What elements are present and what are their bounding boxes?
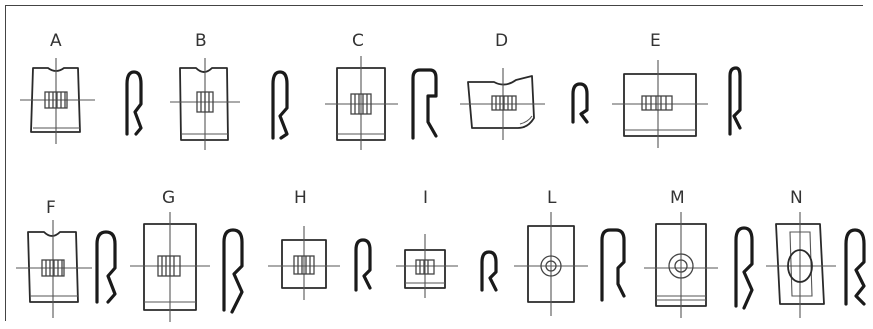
label-c: C [352,31,364,51]
fastener-f: F [16,198,117,318]
fastener-b: B [170,31,289,150]
fastener-n-side-view [844,228,866,306]
fastener-a: A [20,31,143,144]
label-a: A [50,31,62,51]
fastener-m-front-view [644,212,718,318]
label-e: E [650,31,661,51]
fastener-a-front-view [20,58,95,144]
fastener-i-front-view [396,234,458,298]
fastener-c-side-view [411,68,438,140]
fastener-e-front-view [612,60,708,148]
fastener-l: L [514,188,626,316]
fastener-d: D [460,31,589,140]
fastener-m-side-view [734,226,754,310]
fastener-i-side-view [480,250,498,292]
figure-frame [5,5,863,321]
fastener-d-side-view [571,82,589,124]
fastener-h-side-view [354,238,372,292]
label-i: I [423,188,428,208]
fastener-f-front-view [16,220,92,318]
label-g: G [162,188,175,208]
label-n: N [790,188,803,208]
fastener-e: E [612,31,742,148]
fastener-c: C [325,31,438,150]
fastener-h-front-view [268,226,340,300]
fastener-l-front-view [514,212,588,316]
fastener-f-side-view [95,230,117,304]
fastener-e-side-view [728,66,742,136]
label-d: D [495,31,508,51]
label-h: H [294,188,307,208]
label-f: F [46,198,56,218]
fastener-n: N [766,188,866,318]
fastener-b-side-view [271,70,289,140]
fastener-b-front-view [170,58,240,150]
fastener-l-side-view [600,228,626,302]
fastener-a-side-view [125,70,143,136]
fastener-m: M [644,188,754,318]
fastener-g-front-view [130,212,210,322]
fastener-c-front-view [325,56,398,150]
fastener-d-front-view [460,68,545,140]
fastener-i: I [396,188,498,298]
fastener-h: H [268,188,372,300]
fastener-n-front-view [766,212,836,318]
fastener-g-side-view [222,228,244,314]
label-b: B [195,31,207,51]
fastener-g: G [130,188,244,322]
label-l: L [547,188,557,208]
label-m: M [670,188,685,208]
